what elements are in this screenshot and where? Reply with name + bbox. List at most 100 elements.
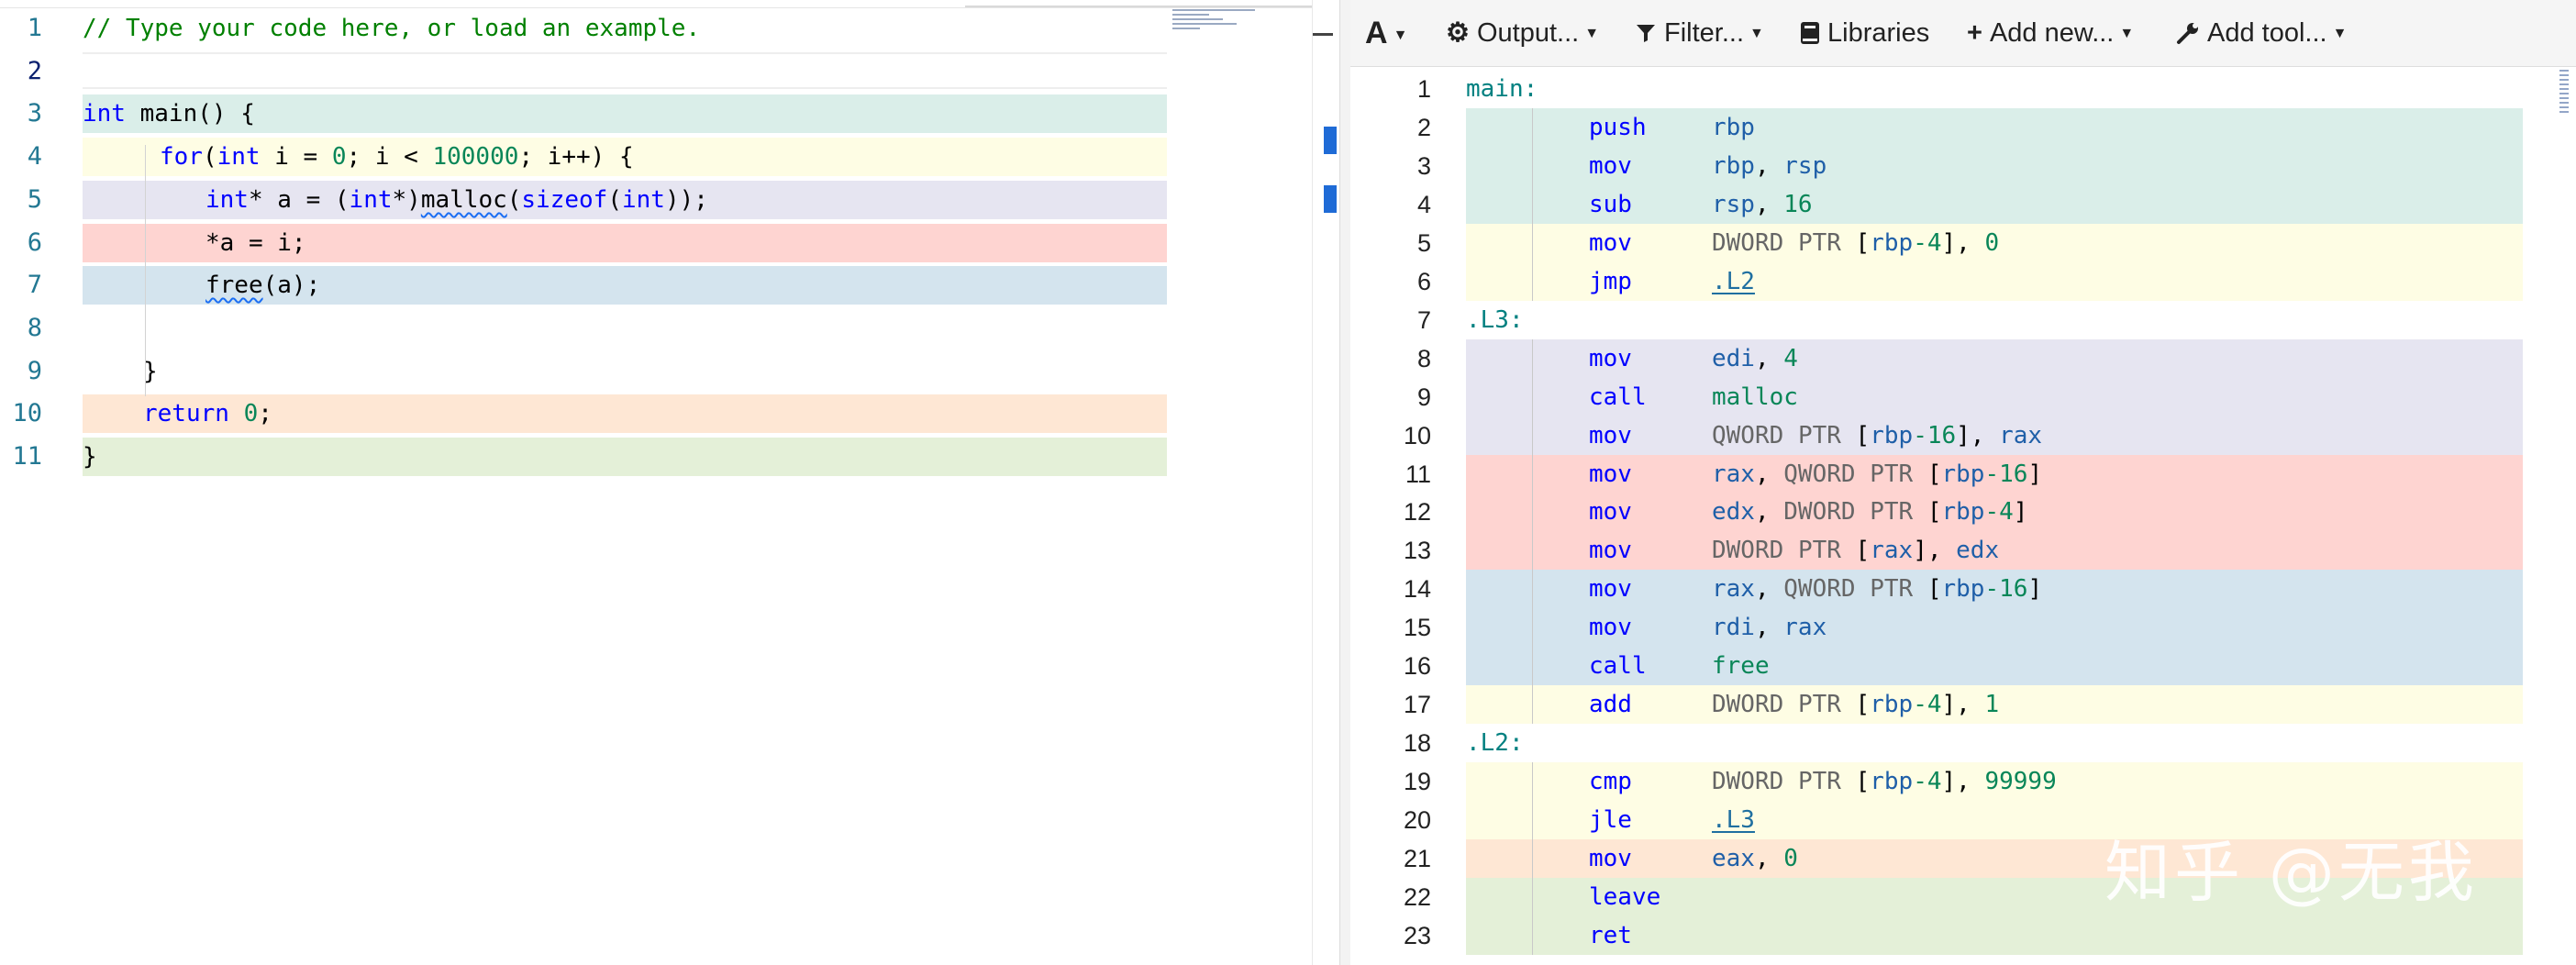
editor-top-border	[0, 0, 1314, 8]
source-line-number: 3	[27, 99, 42, 128]
source-scrollbar[interactable]	[1312, 0, 1340, 965]
caret-down-icon: ▼	[2119, 26, 2135, 41]
asm-line-number: 17	[1403, 691, 1431, 719]
asm-line-number: 20	[1403, 806, 1431, 835]
plus-icon: +	[1967, 18, 1982, 48]
font-size-button[interactable]: A▼	[1365, 13, 1407, 53]
asm-line-number: 9	[1416, 383, 1431, 411]
source-line-number: 5	[27, 184, 42, 214]
add-new-label: Add new...	[1989, 18, 2115, 48]
asm-line-number: 2	[1416, 113, 1431, 141]
caret-down-icon: ▼	[2332, 26, 2348, 41]
asm-line-number: 5	[1416, 228, 1431, 257]
asm-instruction-line[interactable]: jle.L3	[1466, 801, 2523, 840]
scrollbar-dash	[1313, 33, 1333, 36]
source-line-number: 8	[27, 313, 42, 342]
source-line[interactable]	[83, 309, 1167, 348]
source-line-number: 6	[27, 227, 42, 257]
add-tool-button[interactable]: Add tool...▼	[2176, 13, 2347, 53]
asm-line-number: 1	[1416, 75, 1431, 103]
asm-line-number: 8	[1416, 344, 1431, 372]
asm-line-number: 21	[1403, 845, 1431, 872]
asm-line-number: 12	[1403, 498, 1431, 527]
asm-line-number: 13	[1403, 537, 1431, 565]
output-label: Output...	[1477, 18, 1580, 48]
asm-line-number: 19	[1403, 768, 1431, 796]
source-line[interactable]: *a = i;	[83, 223, 1167, 262]
filter-label: Filter...	[1664, 18, 1745, 48]
asm-line-number: 15	[1403, 614, 1431, 642]
asm-line-number: 23	[1403, 921, 1431, 949]
asm-line-number: 22	[1403, 882, 1431, 911]
asm-label-line[interactable]: .L3:	[1466, 305, 1524, 334]
asm-label-line[interactable]: .L2:	[1466, 729, 1524, 758]
asm-instruction-line[interactable]: ret	[1466, 915, 2523, 955]
source-line[interactable]: for(int i = 0; i < 100000; i++) {	[83, 138, 1167, 177]
asm-line-number: 10	[1403, 421, 1431, 449]
source-line[interactable]: int main() {	[83, 94, 1167, 134]
caret-down-icon: ▼	[1393, 28, 1408, 43]
scroll-marker	[1324, 185, 1337, 213]
source-line-number: 9	[27, 356, 42, 385]
compiler-toolbar: A▼ ⚙Output...▼ Filter...▼ Libraries +Add…	[1350, 0, 2576, 67]
source-line[interactable]: }	[143, 357, 158, 385]
asm-line-number: 7	[1416, 305, 1431, 334]
asm-line-number: 3	[1416, 151, 1431, 180]
add-new-button[interactable]: +Add new... ▼	[1967, 13, 2134, 53]
caret-down-icon: ▼	[1749, 26, 1764, 41]
compiler-output-pane: A▼ ⚙Output...▼ Filter...▼ Libraries +Add…	[1350, 0, 2576, 965]
scroll-marker	[1324, 127, 1337, 154]
gear-icon: ⚙	[1446, 18, 1470, 48]
filter-button[interactable]: Filter... ▼	[1635, 13, 1764, 53]
output-button[interactable]: ⚙Output... ▼	[1446, 13, 1599, 53]
asm-line-number: 11	[1405, 460, 1431, 488]
libraries-button[interactable]: Libraries	[1800, 13, 1929, 53]
source-line[interactable]: int* a = (int*)malloc(sizeof(int));	[83, 180, 1167, 219]
source-line-number: 11	[12, 442, 42, 471]
font-icon: A	[1365, 16, 1388, 50]
asm-line-number: 18	[1403, 729, 1431, 758]
indent-guide	[145, 145, 146, 397]
asm-line-number: 4	[1416, 190, 1431, 218]
watermark-text: 知乎 @无我	[2104, 834, 2478, 911]
asm-instruction-line[interactable]: jmp.L2	[1466, 261, 2523, 301]
source-line-number: 7	[27, 271, 42, 300]
filter-icon	[1635, 13, 1657, 53]
source-line[interactable]: // Type your code here, or load an examp…	[83, 15, 701, 42]
libraries-label: Libraries	[1827, 18, 1930, 48]
source-line-number: 1	[27, 14, 42, 42]
asm-line-number: 6	[1416, 267, 1431, 295]
asm-instruction-line[interactable]: leave	[1466, 877, 2523, 916]
current-line-highlight	[83, 51, 1167, 89]
source-minimap[interactable]	[1172, 9, 1264, 46]
source-line-number: 2	[27, 56, 42, 85]
asm-line-number: 16	[1403, 652, 1431, 681]
caret-down-icon: ▼	[1584, 26, 1600, 41]
book-icon	[1800, 13, 1820, 53]
source-line[interactable]: }	[83, 438, 1167, 476]
source-line[interactable]: return 0;	[83, 394, 1167, 434]
asm-label-line[interactable]: main:	[1466, 75, 1538, 103]
source-line-number: 10	[12, 399, 42, 428]
asm-line-number: 14	[1403, 575, 1431, 604]
asm-minimap[interactable]	[2559, 70, 2569, 116]
source-line[interactable]: free(a);	[83, 266, 1167, 305]
wrench-icon	[2176, 13, 2200, 53]
